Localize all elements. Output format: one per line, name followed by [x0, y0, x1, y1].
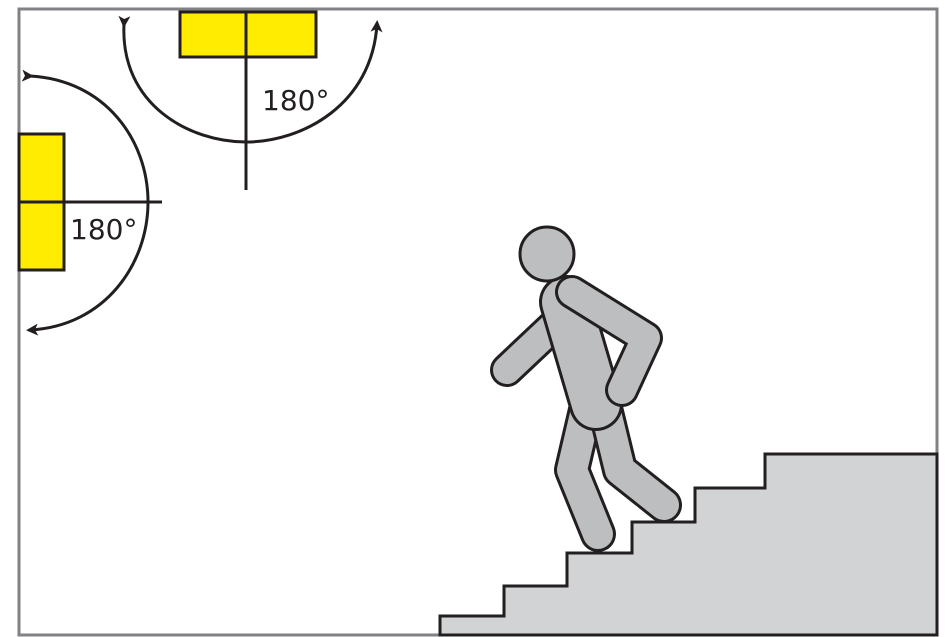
ceiling-sensor-body — [180, 12, 316, 57]
ceiling-angle-label: 180° — [262, 84, 329, 117]
wall-angle-label: 180° — [70, 213, 137, 246]
person-head — [520, 227, 574, 281]
